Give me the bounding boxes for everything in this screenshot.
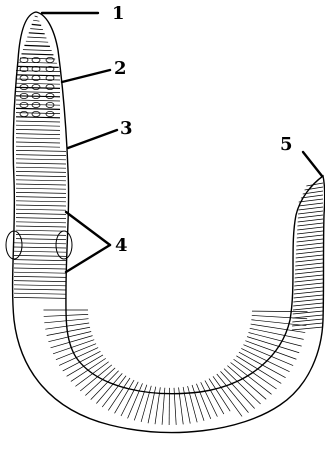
leader-line-5: [303, 152, 322, 176]
worm-outline: [13, 12, 325, 432]
leader-line-4a: [66, 212, 110, 245]
worm-body: [6, 12, 325, 432]
leader-line-2: [62, 70, 110, 82]
leader-line-3: [68, 130, 117, 148]
callouts: 1 2 3 4 5: [42, 3, 322, 272]
label-3: 3: [120, 118, 133, 139]
label-5: 5: [280, 134, 293, 155]
leader-line-4b: [66, 245, 110, 272]
label-2: 2: [114, 58, 127, 79]
label-1: 1: [112, 3, 125, 24]
label-4: 4: [115, 235, 128, 256]
